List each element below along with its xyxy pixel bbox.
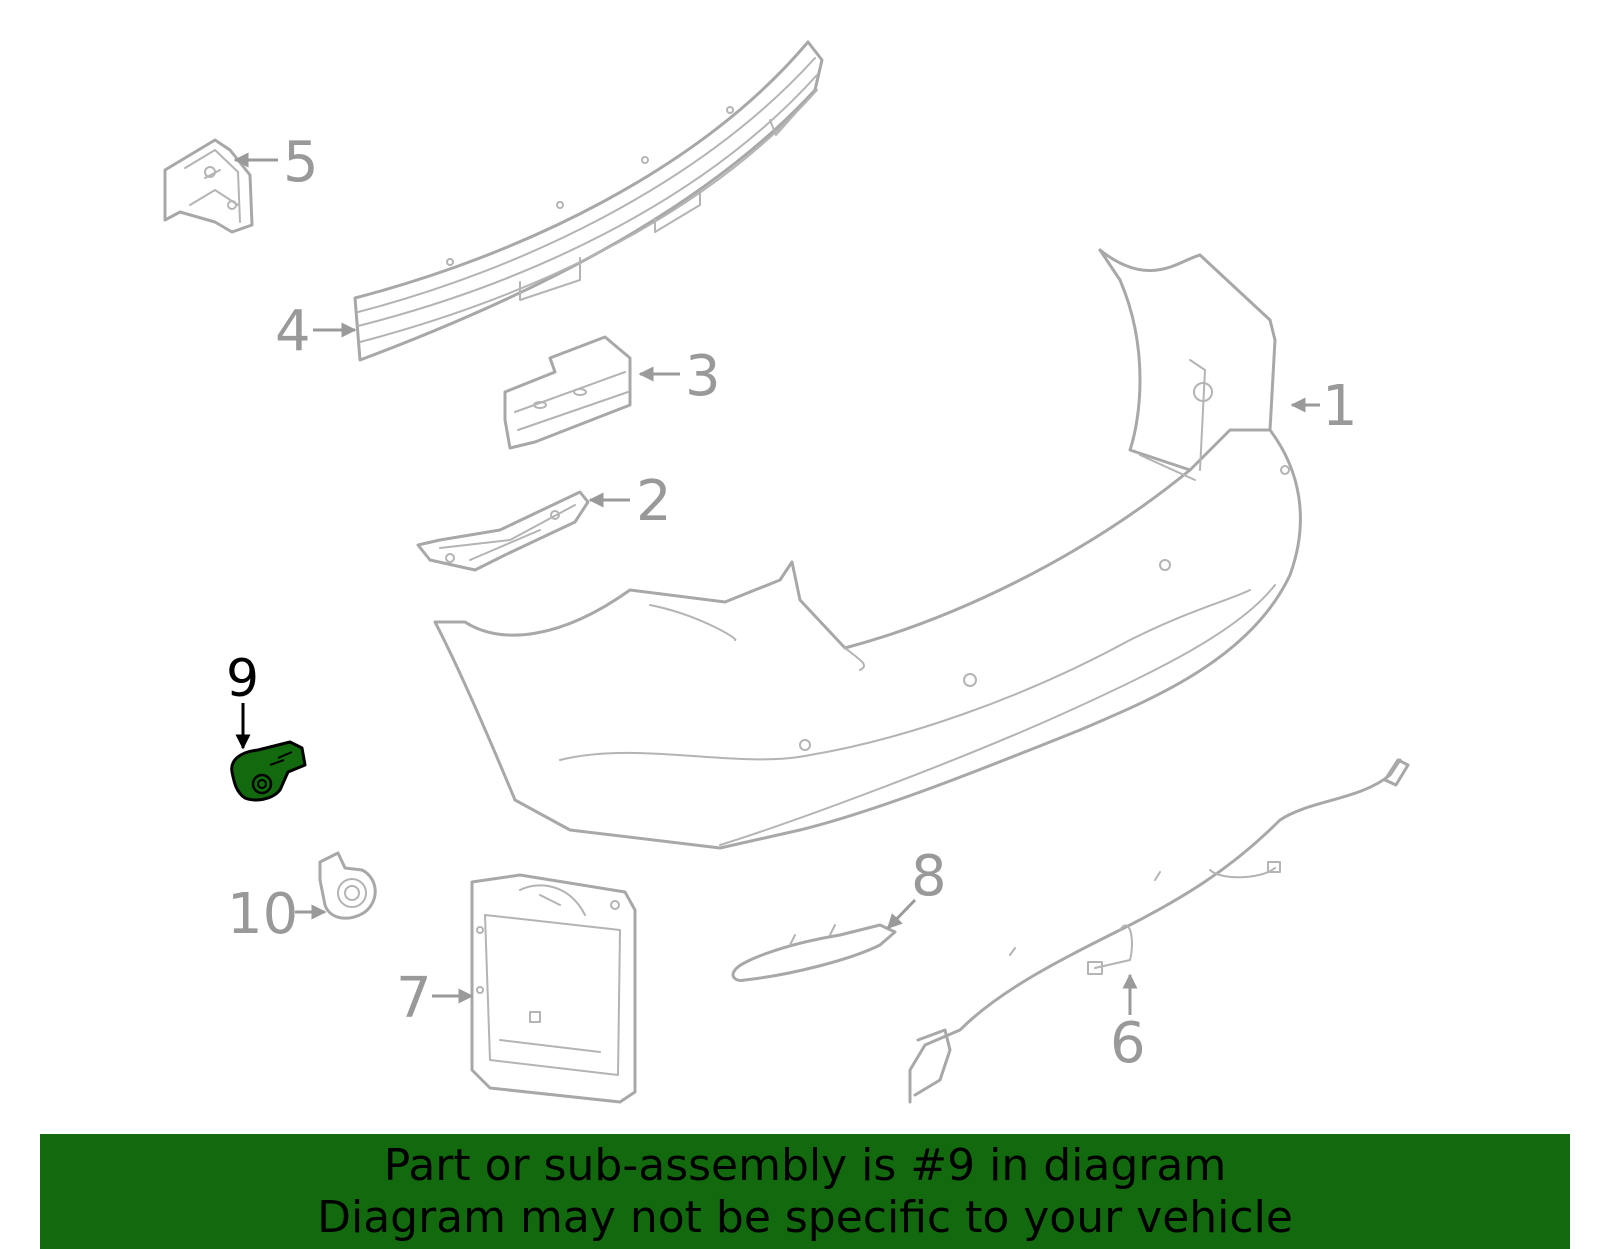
part-6-wiring-harness[interactable]: [908, 758, 1410, 1104]
part-8-reflector[interactable]: [731, 923, 897, 982]
part-10-sensor-bezel[interactable]: [318, 851, 377, 920]
callout-6: 6: [1110, 1011, 1146, 1076]
part-3-energy-absorber[interactable]: [503, 335, 632, 450]
callout-3: 3: [685, 344, 721, 409]
callout-5: 5: [283, 130, 319, 195]
banner-line-2: Diagram may not be specific to your vehi…: [317, 1192, 1293, 1243]
banner-line-1: Part or sub-assembly is #9 in diagram: [383, 1140, 1227, 1191]
leader-8: [886, 898, 917, 930]
part-2-side-bracket[interactable]: [416, 490, 590, 572]
callout-1: 1: [1322, 374, 1358, 439]
callout-10: 10: [227, 882, 298, 947]
part-4-reinforcement-beam[interactable]: [353, 40, 824, 362]
notice-banner: Part or sub-assembly is #9 in diagram Di…: [40, 1134, 1570, 1249]
parts-diagram: 1 2 3 4 5 6 7 8 9 10: [163, 40, 1410, 1104]
callout-2: 2: [636, 469, 672, 534]
callout-7: 7: [396, 966, 432, 1031]
part-1-bumper-cover[interactable]: [433, 248, 1302, 850]
callout-8: 8: [911, 844, 947, 909]
callout-4: 4: [275, 299, 311, 364]
callout-9: 9: [226, 649, 259, 709]
part-5-bracket[interactable]: [163, 138, 254, 234]
part-7-control-module[interactable]: [470, 873, 637, 1104]
part-9-parking-sensor[interactable]: [230, 740, 307, 802]
